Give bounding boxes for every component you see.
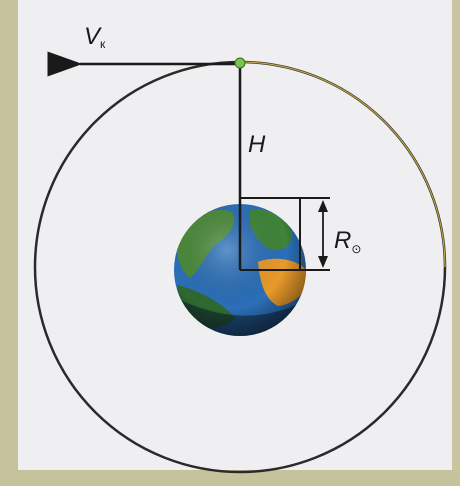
right-margin (452, 0, 460, 486)
velocity-label: Vк (84, 23, 106, 51)
bottom-margin (0, 470, 460, 486)
radius-dimension-arrow (318, 200, 328, 268)
satellite-dot-icon (234, 57, 246, 69)
orbit-highlight (239, 61, 446, 268)
height-label: H (248, 131, 266, 158)
radius-label: R⊙ (334, 227, 361, 256)
left-margin (0, 0, 18, 486)
